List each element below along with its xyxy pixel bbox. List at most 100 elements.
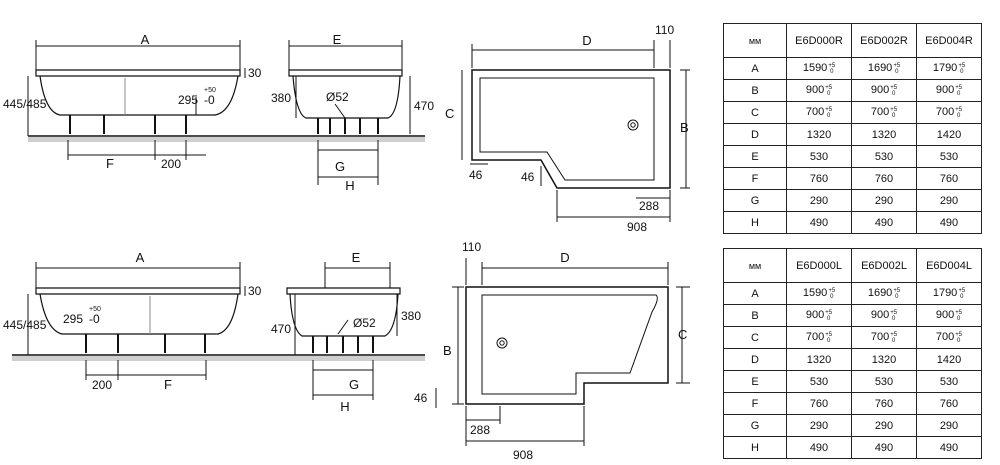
dim-height: 445/485 (3, 97, 47, 111)
dim-110: 110 (655, 23, 674, 37)
value-cell: 760 (786, 392, 852, 415)
value-cell: 530 (916, 370, 982, 393)
dim-200: 200 (161, 157, 181, 171)
table-row: E 530 530 530 (723, 145, 982, 168)
value-cell: 530 (916, 145, 982, 168)
value-cell: 490 (786, 436, 852, 459)
side-view-top (27, 40, 425, 160)
dim-380-bottom: 380 (401, 309, 421, 323)
side-view-bottom (12, 262, 425, 380)
table-row: E 530 530 530 (723, 370, 982, 393)
value-cell: 290 (786, 189, 852, 212)
dim-name-cell: F (723, 392, 787, 415)
unit-cell: мм (723, 23, 787, 58)
dim-height-bottom: 445/485 (3, 318, 47, 332)
dim-a: A (141, 32, 150, 47)
dim-name-cell: G (723, 189, 787, 212)
dim-name-cell: C (723, 326, 787, 349)
plan-view-bottom (435, 258, 690, 446)
model-header: E6D004R (916, 23, 982, 58)
dim-908: 908 (627, 220, 647, 234)
end-view-bottom (286, 262, 401, 400)
model-header: E6D000R (786, 23, 852, 58)
value-cell: 760 (916, 167, 982, 190)
model-header: E6D002L (851, 248, 917, 283)
outlet-tol-plus: +50 (204, 87, 216, 94)
table-header-row: мм E6D000L E6D002L E6D004L (723, 248, 982, 283)
table-row: H 490 490 490 (723, 436, 982, 459)
dim-46-left: 46 (469, 168, 483, 182)
value-cell: 490 (851, 436, 917, 459)
value-cell: 530 (786, 145, 852, 168)
dim-outlet: 295 (178, 93, 198, 107)
outlet-tol-minus: -0 (204, 93, 215, 107)
dim-rim-bottom: 30 (248, 284, 262, 298)
dim-a-bottom: A (136, 250, 145, 265)
model-header: E6D004L (916, 248, 982, 283)
dim-f-bottom: F (164, 377, 172, 392)
dim-470-bottom: 470 (271, 322, 291, 336)
table-row: G 290 290 290 (723, 414, 982, 437)
dim-name-cell: A (723, 282, 787, 305)
dim-outlet-bottom: 295 (63, 312, 83, 326)
dim-46-step: 46 (521, 170, 535, 184)
table-row: F 760 760 760 (723, 167, 982, 190)
dim-380: 380 (271, 91, 291, 105)
value-cell: 760 (851, 167, 917, 190)
end-view-top (288, 40, 411, 185)
dim-name-cell: E (723, 370, 787, 393)
value-cell: 1320 (851, 348, 917, 371)
dim-b-bottom: B (443, 343, 452, 358)
dim-g-bottom: G (349, 377, 359, 392)
value-cell: 1320 (786, 123, 852, 146)
value-cell: 490 (916, 211, 982, 234)
value-cell: 760 (851, 392, 917, 415)
dim-name-cell: H (723, 436, 787, 459)
value-cell: 490 (851, 211, 917, 234)
table-header-row: мм E6D000R E6D002R E6D004R (723, 23, 982, 58)
value-cell: 290 (851, 189, 917, 212)
value-cell: 530 (851, 370, 917, 393)
value-cell: 1420 (916, 123, 982, 146)
value-cell: 1320 (786, 348, 852, 371)
dim-c-bottom: C (678, 327, 687, 342)
value-cell: 530 (851, 145, 917, 168)
dim-288-bottom: 288 (470, 423, 490, 437)
dim-200-bottom: 200 (92, 378, 112, 392)
outlet-tol-plus-bottom: +50 (89, 306, 101, 313)
value-cell: 760 (916, 392, 982, 415)
